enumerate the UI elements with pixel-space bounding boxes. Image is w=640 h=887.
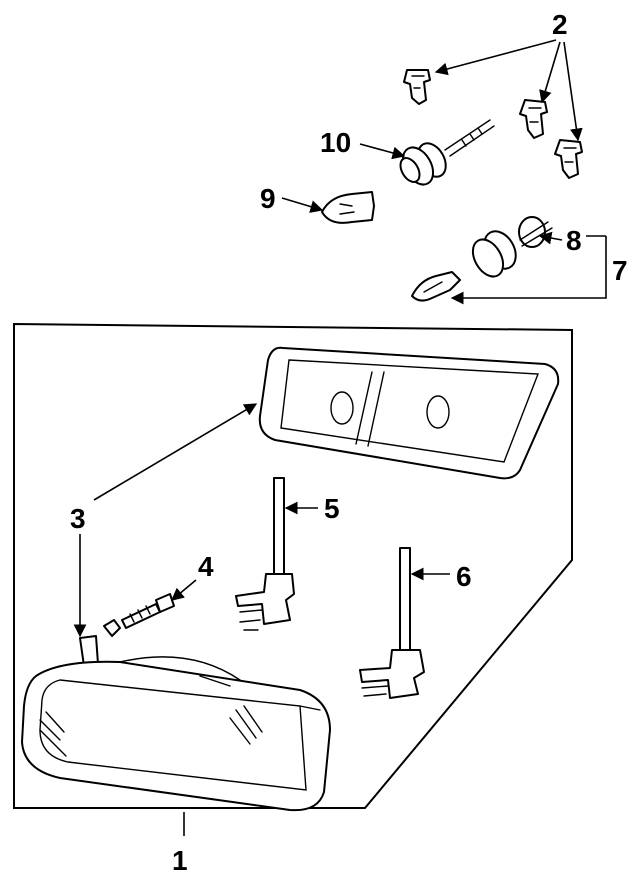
callout-9: 9 xyxy=(260,183,276,214)
retaining-clip-middle xyxy=(519,99,548,139)
retaining-clip-bottom xyxy=(554,139,583,179)
socket-assembly-7 xyxy=(411,216,553,302)
bulb-socket-10 xyxy=(399,119,495,186)
wedge-bulb-9 xyxy=(321,191,375,224)
retaining-clip-top xyxy=(403,69,431,105)
callout-7: 7 xyxy=(612,255,628,286)
callout-8: 8 xyxy=(566,225,582,256)
callout-5: 5 xyxy=(324,493,340,524)
callout-3-upper: 3 xyxy=(70,503,86,534)
callout-1: 1 xyxy=(172,845,188,876)
callout-10: 10 xyxy=(320,127,351,158)
callout-6: 6 xyxy=(456,561,472,592)
adjuster-rod-5 xyxy=(235,477,295,631)
adjuster-screw-4 xyxy=(103,593,175,637)
headlamp-assembly-1 xyxy=(21,635,331,812)
lens-gasket-3 xyxy=(258,346,560,480)
adjuster-rod-6 xyxy=(359,547,425,699)
assembly-frame xyxy=(13,322,573,809)
callout-4: 4 xyxy=(198,551,214,582)
leader-lines xyxy=(73,39,607,836)
callout-2: 2 xyxy=(552,9,568,40)
